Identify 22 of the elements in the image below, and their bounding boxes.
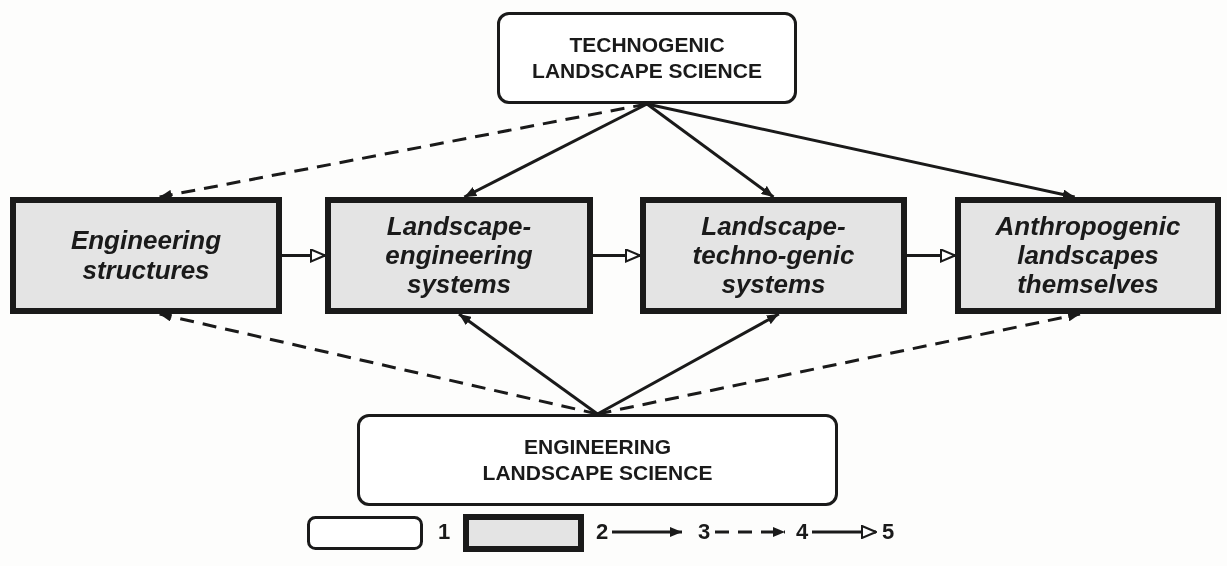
arrow [907,248,956,263]
science-box [497,12,797,104]
box-label: Landscape-engineering systems [384,211,534,300]
science-box [357,414,838,506]
legend-number: 4 [796,519,809,545]
arrow [458,312,599,416]
legend-number: 2 [596,519,609,545]
arrow [593,248,641,263]
object-box [325,197,593,314]
box-label: Engineering structures [69,226,223,285]
legend-number: 1 [438,519,451,545]
legend-number: 3 [698,519,711,545]
legend-number: 5 [882,519,895,545]
object-box [955,197,1221,314]
object-box [10,197,282,314]
arrow [463,102,648,199]
box-label: TECHNOGENIC LANDSCAPE SCIENCE [531,31,763,84]
box-label: ENGINEERING LANDSCAPE SCIENCE [481,433,714,486]
object-box [640,197,907,314]
box-label: Landscape-techno-genic systems [691,211,856,300]
box-label: Anthropogenic landscapes themselves [994,211,1182,300]
arrow [282,248,326,263]
